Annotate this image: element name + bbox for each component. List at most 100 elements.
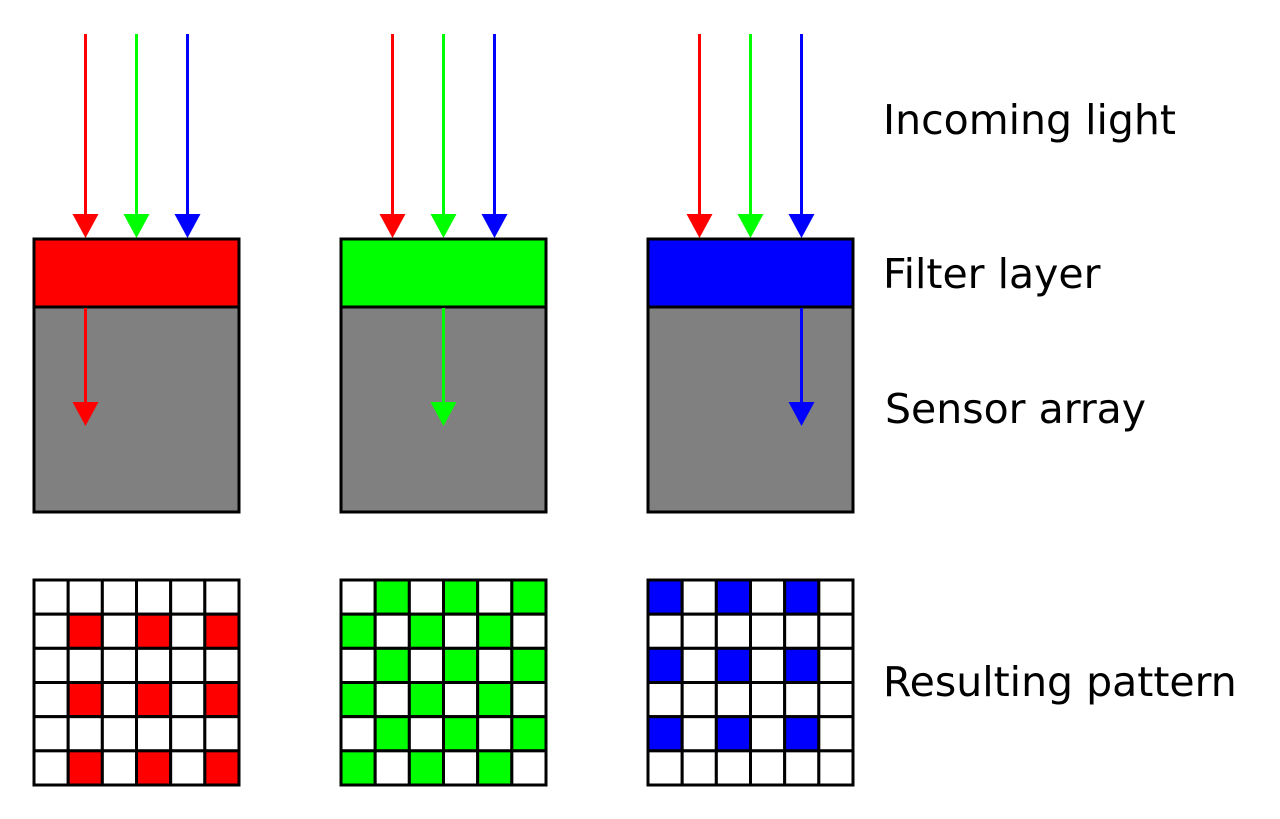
empty-pattern-cell xyxy=(476,715,514,753)
blue-pattern-cell xyxy=(714,715,752,753)
red-pattern-cell xyxy=(66,749,104,787)
empty-pattern-cell xyxy=(783,612,821,650)
empty-pattern-cell xyxy=(817,749,855,787)
blue-pattern-cell xyxy=(714,646,752,684)
sensor-array-block xyxy=(646,305,855,514)
empty-pattern-cell xyxy=(817,715,855,753)
empty-pattern-cell xyxy=(817,681,855,719)
empty-pattern-cell xyxy=(100,578,139,616)
empty-pattern-cell xyxy=(169,715,207,753)
incoming-blue-light-arrow xyxy=(481,34,508,238)
empty-pattern-cell xyxy=(32,612,70,650)
blue-pattern-cell xyxy=(783,715,821,753)
empty-pattern-cell xyxy=(476,578,514,616)
red-pattern-cell xyxy=(135,612,173,650)
empty-pattern-cell xyxy=(169,578,207,616)
empty-pattern-cell xyxy=(817,612,855,650)
empty-pattern-cell xyxy=(169,646,207,684)
empty-pattern-cell xyxy=(680,749,718,787)
blue-pattern-cell xyxy=(783,646,821,684)
empty-pattern-cell xyxy=(135,715,173,753)
incoming-red-light-arrow xyxy=(379,34,406,238)
empty-pattern-cell xyxy=(407,578,446,616)
empty-pattern-cell xyxy=(646,749,684,787)
empty-pattern-cell xyxy=(339,578,377,616)
empty-pattern-cell xyxy=(817,646,855,684)
empty-pattern-cell xyxy=(373,681,411,719)
incoming-green-light-arrow xyxy=(123,34,150,238)
empty-pattern-cell xyxy=(169,749,207,787)
green-pattern-cell xyxy=(510,646,548,684)
empty-pattern-cell xyxy=(203,646,241,684)
incoming-blue-light-arrow xyxy=(788,34,815,238)
transmitted-blue-light-arrow xyxy=(788,308,815,426)
red-filter-layer xyxy=(32,237,241,309)
empty-pattern-cell xyxy=(32,578,70,616)
empty-pattern-cell xyxy=(32,715,70,753)
empty-pattern-cell xyxy=(339,715,377,753)
empty-pattern-cell xyxy=(680,681,718,719)
resulting-pattern-label: Resulting pattern xyxy=(883,658,1237,706)
green-pattern-cell xyxy=(407,681,446,719)
empty-pattern-cell xyxy=(169,681,207,719)
empty-pattern-cell xyxy=(100,646,139,684)
incoming-blue-light-arrow xyxy=(174,34,201,238)
empty-pattern-cell xyxy=(32,681,70,719)
empty-pattern-cell xyxy=(714,681,752,719)
green-pattern-cell xyxy=(476,612,514,650)
empty-pattern-cell xyxy=(783,681,821,719)
green-pattern-cell xyxy=(442,646,480,684)
empty-pattern-cell xyxy=(373,612,411,650)
blue-pattern-cell xyxy=(646,646,684,684)
blue-pattern-cell xyxy=(646,578,684,616)
empty-pattern-cell xyxy=(783,749,821,787)
empty-pattern-cell xyxy=(100,681,139,719)
empty-pattern-cell xyxy=(442,749,480,787)
green-pattern-cell xyxy=(442,715,480,753)
green-pattern-cell xyxy=(442,578,480,616)
empty-pattern-cell xyxy=(680,715,718,753)
green-pattern-cell xyxy=(339,749,377,787)
empty-pattern-cell xyxy=(510,681,548,719)
empty-pattern-cell xyxy=(646,681,684,719)
transmitted-green-light-arrow xyxy=(430,308,457,426)
empty-pattern-cell xyxy=(680,646,718,684)
green-pattern-cell xyxy=(510,578,548,616)
empty-pattern-cell xyxy=(100,612,139,650)
empty-pattern-cell xyxy=(749,578,787,616)
red-pattern-cell xyxy=(203,612,241,650)
empty-pattern-cell xyxy=(510,749,548,787)
green-pattern-cell xyxy=(407,749,446,787)
blue-pattern-cell xyxy=(646,715,684,753)
red-pattern-cell xyxy=(66,681,104,719)
green-pattern-cell xyxy=(476,681,514,719)
blue-pattern-cell xyxy=(783,578,821,616)
red-pattern-cell xyxy=(203,749,241,787)
empty-pattern-cell xyxy=(714,749,752,787)
empty-pattern-cell xyxy=(442,612,480,650)
empty-pattern-cell xyxy=(646,612,684,650)
empty-pattern-cell xyxy=(373,749,411,787)
green-pattern-cell xyxy=(373,646,411,684)
green-pattern-cell xyxy=(510,715,548,753)
empty-pattern-cell xyxy=(749,646,787,684)
empty-pattern-cell xyxy=(749,681,787,719)
transmitted-red-light-arrow xyxy=(72,308,99,426)
empty-pattern-cell xyxy=(100,715,139,753)
empty-pattern-cell xyxy=(749,749,787,787)
empty-pattern-cell xyxy=(32,749,70,787)
empty-pattern-cell xyxy=(203,715,241,753)
empty-pattern-cell xyxy=(66,646,104,684)
empty-pattern-cell xyxy=(100,749,139,787)
empty-pattern-cell xyxy=(32,646,70,684)
green-pattern-cell xyxy=(339,681,377,719)
empty-pattern-cell xyxy=(680,612,718,650)
red-pattern-cell xyxy=(135,681,173,719)
red-pattern-cell xyxy=(203,681,241,719)
empty-pattern-cell xyxy=(339,646,377,684)
red-pattern-cell xyxy=(66,612,104,650)
green-filter-layer xyxy=(339,237,548,309)
empty-pattern-cell xyxy=(749,612,787,650)
incoming-light-label: Incoming light xyxy=(883,96,1176,144)
